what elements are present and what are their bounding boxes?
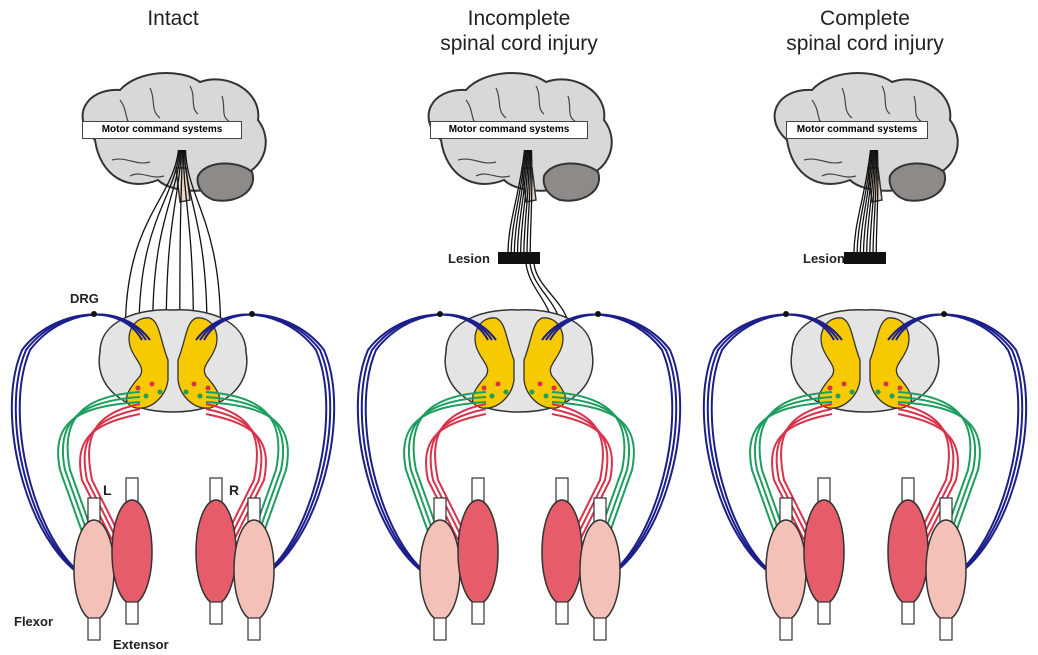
interneuron [544, 394, 549, 399]
extensor-muscle-right-tendon-top [556, 478, 568, 502]
flexor-muscle-right-tendon-bottom [594, 618, 606, 640]
interneuron [504, 390, 509, 395]
cerebellum [198, 163, 253, 200]
lesion-bar [844, 252, 886, 264]
lesion-bar [498, 252, 540, 264]
interneuron [482, 386, 487, 391]
interneuron [192, 382, 197, 387]
drg-ganglion-right [941, 311, 947, 317]
flexor-muscle-left [420, 520, 460, 620]
extensor-muscle-right-tendon-top [902, 478, 914, 502]
interneuron [150, 382, 155, 387]
extensor-muscle-left-tendon-bottom [818, 602, 830, 624]
interneuron [828, 386, 833, 391]
right-side-label: R [229, 482, 239, 498]
flexor-muscle-left-tendon-top [780, 498, 792, 522]
spinal-cord [791, 310, 939, 412]
flexor-muscle-left-tendon-top [88, 498, 100, 522]
drg-ganglion-right [249, 311, 255, 317]
extensor-muscle-left-tendon-bottom [472, 602, 484, 624]
drg-ganglion-left [91, 311, 97, 317]
motor-command-label: Motor command systems [430, 121, 588, 139]
interneuron [842, 382, 847, 387]
flexor-muscle-left [74, 520, 114, 620]
flexor-muscle-right-tendon-top [594, 498, 606, 522]
interneuron [898, 386, 903, 391]
interneuron [552, 386, 557, 391]
panel-intact: Intact Motor command systems DRG L R Fle… [0, 0, 346, 655]
interneuron [144, 394, 149, 399]
interneuron [158, 390, 163, 395]
extensor-muscle-right [888, 500, 928, 604]
motor-command-label: Motor command systems [786, 121, 928, 139]
extensor-muscle-left-tendon-top [126, 478, 138, 502]
extensor-muscle-left-tendon-top [472, 478, 484, 502]
drg-label: DRG [70, 291, 99, 306]
cerebellum [890, 163, 945, 200]
interneuron [496, 382, 501, 387]
drg-ganglion-right [595, 311, 601, 317]
extensor-muscle-right [542, 500, 582, 604]
interneuron [136, 386, 141, 391]
extensor-muscle-left [458, 500, 498, 604]
interneuron [836, 394, 841, 399]
flexor-muscle-right-tendon-top [248, 498, 260, 522]
interneuron [530, 390, 535, 395]
interneuron [538, 382, 543, 387]
panel-incomplete-sci: Incomplete spinal cord injury Motor comm… [346, 0, 692, 655]
lesion-label: Lesion [803, 251, 845, 266]
extensor-muscle-left [112, 500, 152, 604]
interneuron [206, 386, 211, 391]
flexor-muscle-right-tendon-top [940, 498, 952, 522]
panel-illustration [346, 0, 692, 655]
extensor-muscle-left [804, 500, 844, 604]
flexor-label: Flexor [14, 614, 53, 629]
spinal-cord [99, 310, 247, 412]
flexor-muscle-right-tendon-bottom [248, 618, 260, 640]
left-side-label: L [103, 482, 112, 498]
interneuron [884, 382, 889, 387]
flexor-muscle-left-tendon-top [434, 498, 446, 522]
flexor-muscle-left-tendon-bottom [88, 618, 100, 640]
extensor-muscle-left-tendon-top [818, 478, 830, 502]
extensor-muscle-right-tendon-bottom [902, 602, 914, 624]
interneuron [198, 394, 203, 399]
flexor-muscle-left [766, 520, 806, 620]
panel-illustration [0, 0, 346, 655]
drg-ganglion-left [783, 311, 789, 317]
flexor-muscle-right [926, 520, 966, 620]
interneuron [876, 390, 881, 395]
flexor-muscle-right [580, 520, 620, 620]
flexor-muscle-left-tendon-bottom [434, 618, 446, 640]
extensor-muscle-right [196, 500, 236, 604]
flexor-muscle-left-tendon-bottom [780, 618, 792, 640]
interneuron [890, 394, 895, 399]
lesion-label: Lesion [448, 251, 490, 266]
extensor-muscle-left-tendon-bottom [126, 602, 138, 624]
extensor-muscle-right-tendon-top [210, 478, 222, 502]
interneuron [850, 390, 855, 395]
flexor-muscle-right [234, 520, 274, 620]
drg-ganglion-left [437, 311, 443, 317]
extensor-muscle-right-tendon-bottom [210, 602, 222, 624]
cerebellum [544, 163, 599, 200]
flexor-muscle-right-tendon-bottom [940, 618, 952, 640]
extensor-label: Extensor [113, 637, 169, 652]
panel-complete-sci: Complete spinal cord injury Motor comman… [692, 0, 1038, 655]
extensor-muscle-right-tendon-bottom [556, 602, 568, 624]
panel-illustration [692, 0, 1038, 655]
interneuron [490, 394, 495, 399]
motor-command-label: Motor command systems [82, 121, 242, 139]
spinal-cord [445, 310, 593, 412]
interneuron [184, 390, 189, 395]
